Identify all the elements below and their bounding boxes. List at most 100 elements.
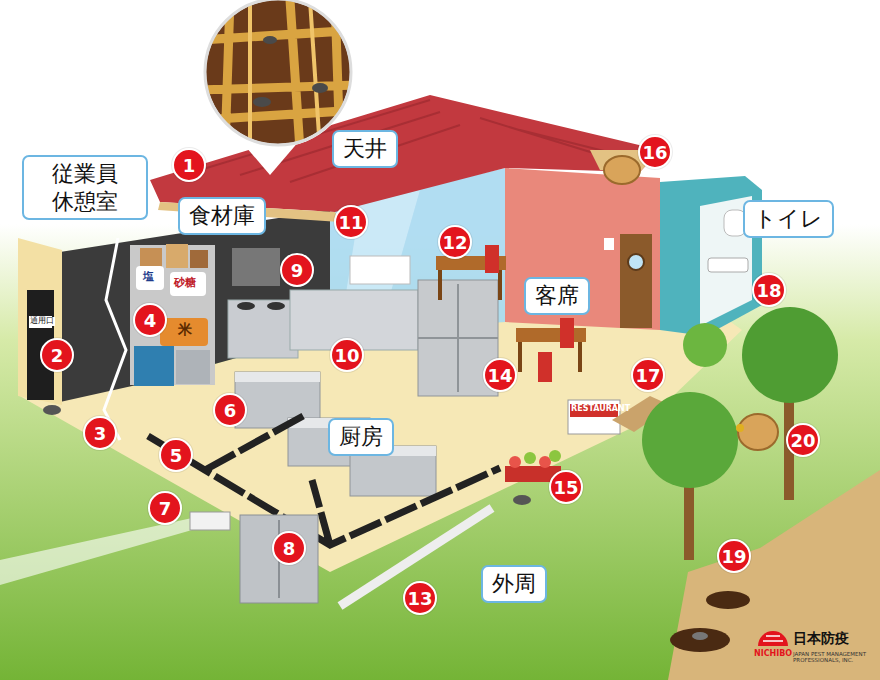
callout-number-text: 12 [442,232,467,253]
dining-tables-part [538,352,552,382]
callout-number: 9 [280,253,314,287]
callout-number: 2 [40,338,74,372]
area-name: 厨房 [339,424,383,449]
text-label: 日本防疫 [793,631,849,646]
callout-number: 20 [786,423,820,457]
callout-number-text: 9 [291,260,304,281]
callout-number-text: 8 [283,538,296,559]
exterior-part [240,515,318,603]
callout-number-text: 11 [338,212,363,233]
ceiling-inset-part [205,0,351,145]
kitchen-equipment-part [267,302,285,310]
callout-number: 1 [172,148,206,182]
callout-number-text: 14 [487,365,512,386]
drain-trench [148,415,500,545]
kitchen-equipment-part [232,248,280,286]
ceiling-inset-part-part [312,83,328,93]
walls-part [708,258,748,272]
callout-number-text: 13 [407,588,432,609]
logo-mark-part [758,631,788,646]
cliff-part [668,470,880,680]
callout-number-text: 2 [51,345,64,366]
exterior-part [539,456,551,468]
callout-number-text: 20 [790,430,815,451]
area-label-box: 食材庫 [178,197,266,235]
callout-number: 15 [549,470,583,504]
cliff-part [706,591,750,609]
food-shelf-part [134,346,174,386]
callout-number: 7 [148,491,182,525]
kitchen-equipment-part [235,372,320,382]
walls-part [505,168,660,330]
area-label-box: 外周 [481,565,547,603]
area-name: 食材庫 [189,203,255,228]
dining-tables-part [485,245,499,273]
text-label: RESTAURANT [571,405,630,414]
callout-number-text: 4 [144,310,157,331]
callout-number: 6 [213,393,247,427]
walls-part [604,238,614,250]
callout-number: 17 [631,358,665,392]
callout-number: 19 [717,539,751,573]
food-shelf-part [160,318,208,346]
walls-part [104,238,126,440]
food-shelf-part [176,350,210,384]
dining-tables-part [560,318,574,348]
ceiling-inset-part-part [250,0,320,150]
callout-number: 13 [403,581,437,615]
food-shelf-part [130,245,215,385]
ceiling-inset-part-part [200,0,360,150]
callout-number-text: 18 [756,280,781,301]
callout-number-text: 15 [553,477,578,498]
area-label-box: 天井 [332,130,398,168]
walls-part [18,238,62,405]
area-name: 客席 [535,283,579,308]
callout-number-text: 10 [334,345,359,366]
walls-part [620,234,652,328]
callout-number: 14 [483,358,517,392]
food-shelf-part [166,244,188,268]
area-label-box: トイレ [743,200,834,238]
callout-number-text: 7 [159,498,172,519]
ceiling-inset-part-part [263,36,277,44]
ceiling-inset-part [200,0,360,150]
food-shelf-part [136,266,164,290]
exterior-part [549,450,561,462]
text-label: NICHIBO [754,650,792,659]
callout-number-text: 1 [183,155,196,176]
callout-number: 12 [438,225,472,259]
callout-number-text: 3 [94,423,107,444]
area-name: トイレ [754,206,823,231]
exterior-part [513,495,531,505]
food-shelf-part [170,272,206,296]
exterior-part [524,452,536,464]
exterior-part [190,512,230,530]
callout-number-text: 19 [721,546,746,567]
trees-part [683,323,727,367]
area-label-box: 厨房 [328,418,394,456]
kitchen-equipment [228,248,498,496]
area-name: 天井 [343,136,387,161]
callout-number: 4 [133,303,167,337]
area-label-box: 従業員 休憩室 [22,155,148,220]
food-shelf [130,244,215,386]
callout-number: 3 [83,416,117,450]
callout-number: 18 [752,273,786,307]
callout-number: 16 [638,135,672,169]
trees-part [642,392,738,488]
area-name: 従業員 休憩室 [52,161,118,214]
exterior-part [0,518,192,585]
kitchen-equipment-part [228,300,298,358]
drain-trench-part [148,415,500,545]
food-shelf-part [190,250,208,268]
text-label: 通用口 [29,317,55,326]
ceiling-inset-part-part [200,0,360,150]
food-shelf-part [140,248,162,268]
dining-tables-part [516,328,586,342]
nests-part [604,156,640,184]
cliff-part [670,628,730,652]
callout-number: 5 [159,438,193,472]
area-name: 外周 [492,571,536,596]
